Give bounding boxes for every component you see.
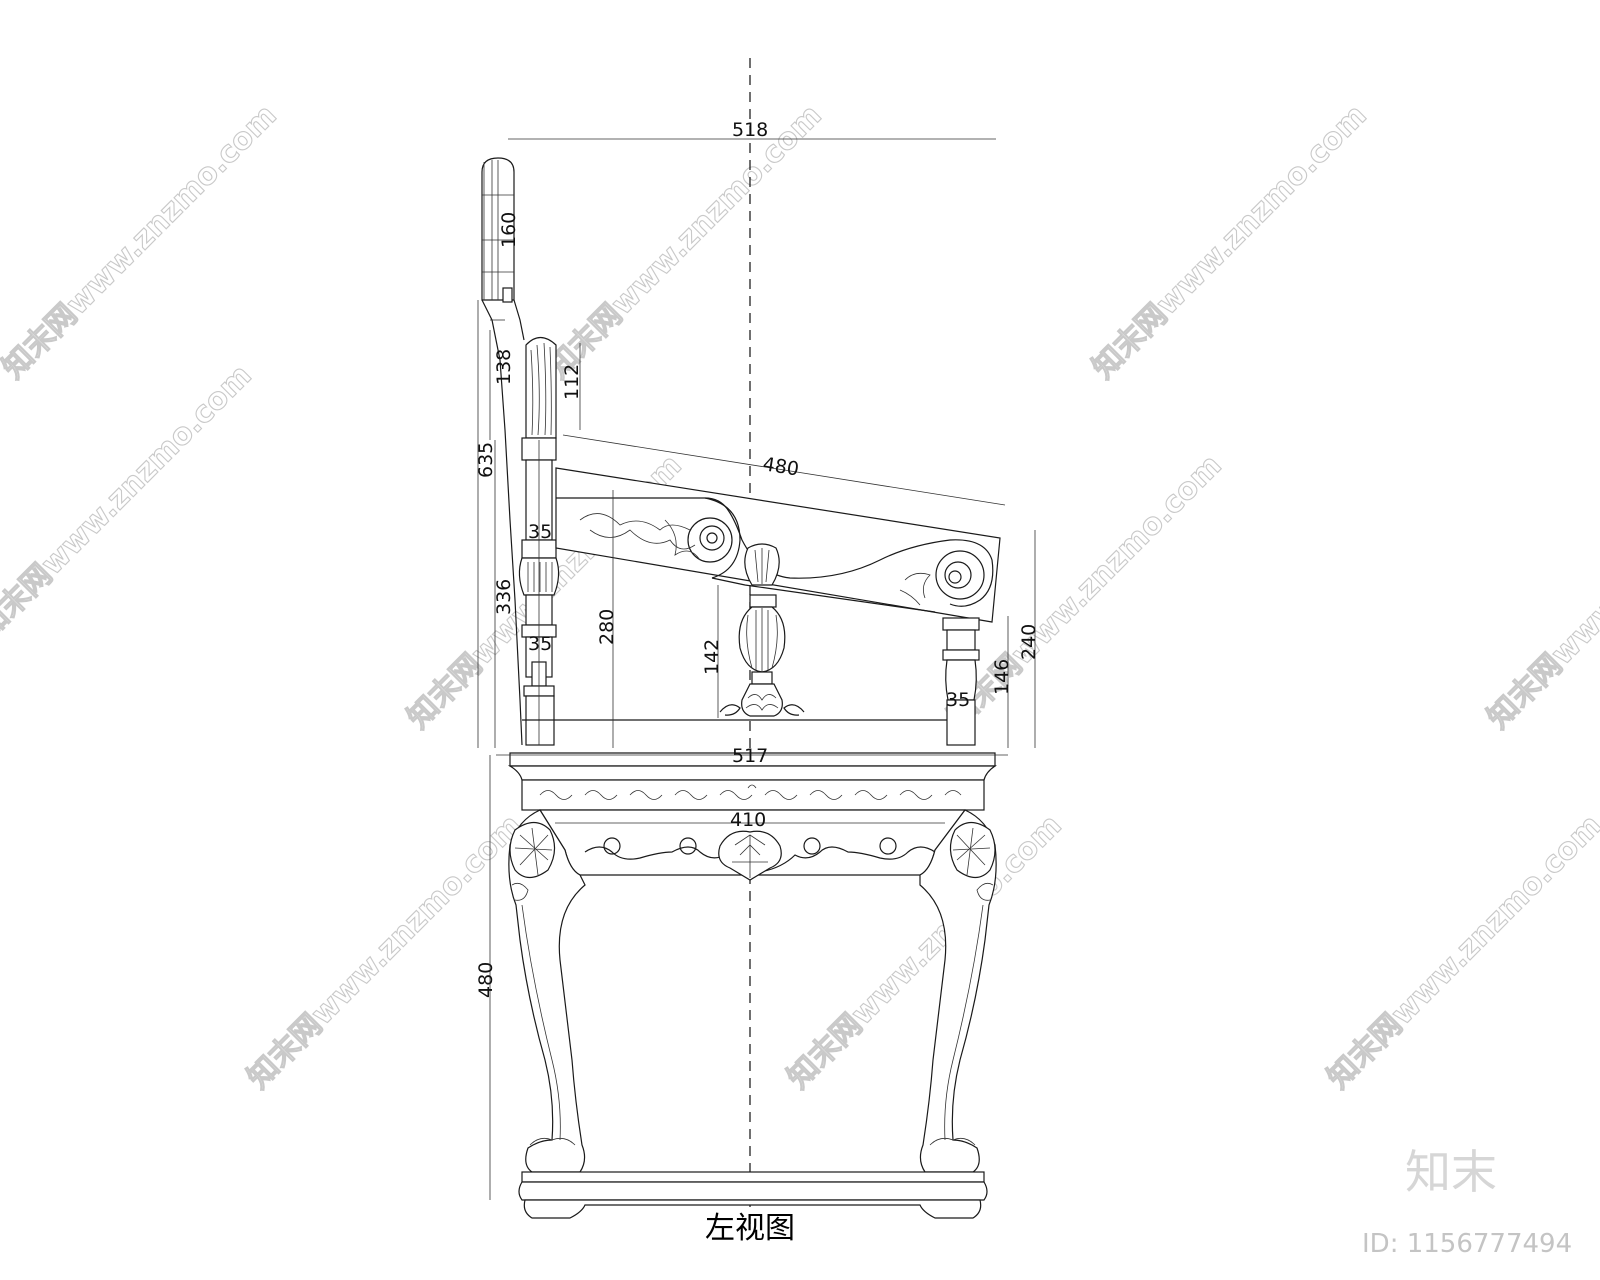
dim-post-block-lower: 35 [528, 633, 552, 655]
dim-baluster-height: 142 [701, 639, 723, 675]
dim-seat-width: 517 [732, 745, 768, 767]
armrest [555, 467, 1001, 623]
watermark: 知末网www.znzmo.com [1321, 808, 1600, 1096]
brand-logo: 知末 [1405, 1145, 1497, 1199]
dim-front-post-height: 146 [991, 659, 1013, 695]
dim-leg-height: 480 [475, 962, 497, 998]
dim-front-arm-height: 240 [1018, 624, 1040, 660]
back-splat [525, 336, 557, 439]
watermark-layer: 知末网www.znzmo.com 知末网www.znzmo.com 知末网www… [0, 97, 1600, 1096]
watermark: 知末网www.znzmo.com [241, 808, 529, 1096]
view-title: 左视图 [705, 1211, 795, 1246]
watermark: 知末网www.znzmo.com [0, 358, 259, 646]
watermark: 知末网www.znzmo.com [0, 98, 284, 386]
seat-band-carving [539, 784, 962, 800]
dim-apron-width: 410 [730, 809, 766, 831]
dim-back-top-height: 160 [498, 212, 520, 248]
dim-post-block-upper: 35 [528, 521, 552, 543]
dimension-labels: 518 160 138 635 336 35 35 112 480 280 14… [475, 119, 1040, 998]
dim-top-width: 518 [732, 119, 768, 141]
dim-overall-back-height: 635 [475, 442, 497, 478]
back-post [481, 157, 525, 746]
rear-turned-post [518, 437, 560, 746]
front-turned-post [942, 617, 980, 746]
dim-arm-front-height: 280 [596, 609, 618, 645]
dim-arm-height-lower: 336 [493, 579, 515, 615]
left-cabriole-leg [508, 809, 586, 1173]
dim-front-post-width: 35 [946, 689, 970, 711]
dim-post-height: 112 [561, 364, 583, 400]
watermark: 知末网www.znzmo.com [1481, 448, 1600, 736]
seat-board [507, 752, 997, 811]
right-cabriole-leg [919, 809, 997, 1173]
dimension-lines [477, 138, 1036, 1200]
dim-armrest-length: 480 [761, 453, 800, 480]
arm-baluster [719, 543, 805, 717]
image-id: ID: 1156777494 [1362, 1229, 1572, 1259]
base-plinth [518, 1171, 988, 1219]
watermark: 知末网www.znzmo.com [541, 98, 829, 386]
dim-back-mid-height: 138 [493, 349, 515, 385]
watermark: 知末网www.znzmo.com [1086, 98, 1374, 386]
